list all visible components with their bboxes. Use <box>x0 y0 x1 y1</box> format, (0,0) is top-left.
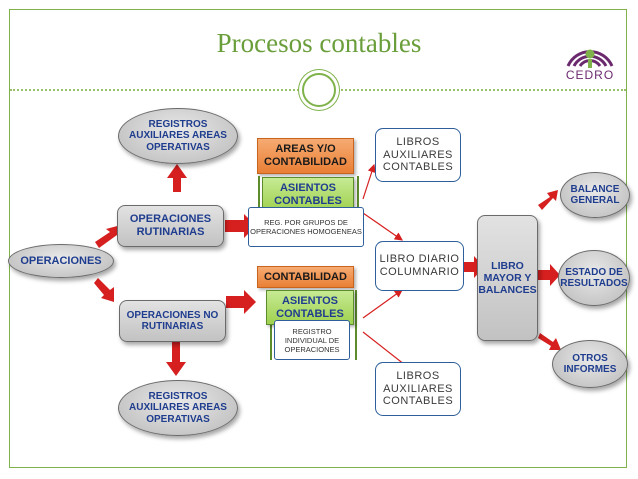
block-arrow-out-top <box>538 190 558 210</box>
line-to-diario-bottom <box>362 289 403 319</box>
node-otros-informes: OTROS INFORMES <box>552 340 628 388</box>
node-libros-auxiliares-bottom: LIBROS AUXILIARES CONTABLES <box>375 362 461 416</box>
block-arrow-diag-down <box>94 278 114 302</box>
green-bracket-bottom-right <box>355 290 357 360</box>
node-registros-auxiliares-top: REGISTROS AUXILIARES AREAS OPERATIVAS <box>118 108 238 164</box>
node-asientos-contables-bottom: ASIENTOS CONTABLES <box>266 290 354 325</box>
note-reg-por-grupos: REG. POR GRUPOS DE OPERACIONES HOMOGENEA… <box>248 207 364 247</box>
node-operaciones: OPERACIONES <box>8 244 114 278</box>
node-estado-resultados: ESTADO DE RESULTADOS <box>558 250 630 306</box>
cedro-logo-icon <box>566 49 614 68</box>
node-areas-contabilidad: AREAS Y/O CONTABILIDAD <box>257 138 354 174</box>
block-arrow-diag-up <box>95 225 121 248</box>
line-to-diario-top <box>362 212 403 241</box>
slide-title: Procesos contables <box>216 28 422 58</box>
logo-text: CEDRO <box>565 68 615 82</box>
note-registro-individual: REGISTRO INDIVIDUAL DE OPERACIONES <box>274 320 350 360</box>
slide-frame <box>9 9 627 468</box>
node-operaciones-no-rutinarias: OPERACIONES NO RUTINARIAS <box>119 300 226 342</box>
node-registros-auxiliares-bottom: REGISTROS AUXILIARES AREAS OPERATIVAS <box>118 380 238 436</box>
node-libro-mayor: LIBRO MAYOR Y BALANCES <box>477 215 538 341</box>
node-contabilidad: CONTABILIDAD <box>257 266 354 288</box>
node-libro-diario: LIBRO DIARIO COLUMNARIO <box>375 241 464 291</box>
ring-ornament <box>302 73 336 107</box>
green-bracket-bottom-left <box>270 290 272 360</box>
block-arrow-out-mid <box>538 264 560 286</box>
line-to-libros-top <box>362 163 376 200</box>
block-arrow-down <box>166 342 186 376</box>
block-arrow-right-bottom <box>226 290 256 314</box>
node-operaciones-rutinarias: OPERACIONES RUTINARIAS <box>117 205 224 247</box>
node-asientos-contables-top: ASIENTOS CONTABLES <box>262 177 354 212</box>
node-libros-auxiliares-top: LIBROS AUXILIARES CONTABLES <box>375 128 461 182</box>
block-arrow-out-bottom <box>538 333 561 350</box>
node-balance-general: BALANCE GENERAL <box>560 172 630 218</box>
block-arrow-up <box>167 164 187 192</box>
